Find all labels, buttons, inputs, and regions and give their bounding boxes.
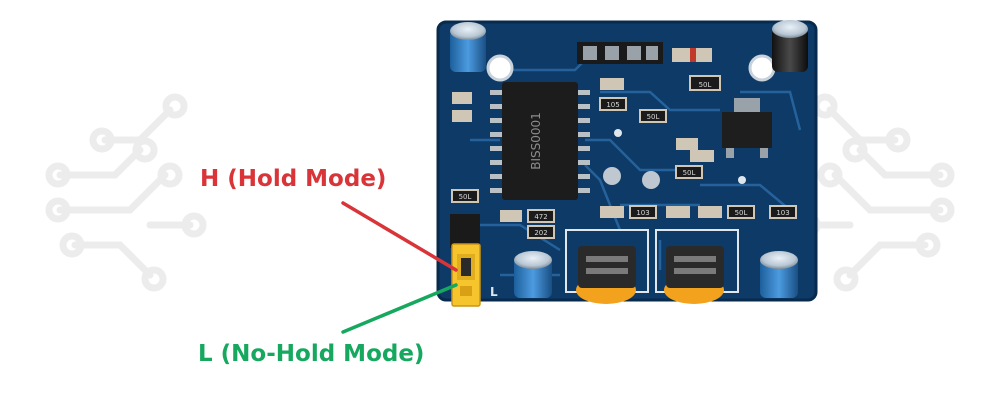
hold-mode-label: H (Hold Mode) — [200, 166, 387, 192]
smd-resistor: 50L — [689, 75, 721, 91]
smd-resistor: 50L — [675, 165, 703, 179]
ic-chip: BISS0001 — [490, 82, 590, 200]
no-hold-mode-pointer — [341, 283, 458, 334]
smd-resistor: 50L — [451, 189, 479, 203]
component-code: 50L — [735, 209, 748, 217]
background-circuit-left — [45, 93, 207, 292]
smd-resistor: 472 — [527, 209, 555, 223]
component-code: 472 — [534, 213, 547, 221]
component-code: 105 — [606, 101, 619, 109]
smd-components: 50L 105 50L 50L 472 202 — [451, 75, 797, 239]
capacitor-top-left — [450, 22, 486, 72]
mounting-holes — [486, 54, 776, 189]
component-code: 202 — [534, 229, 547, 237]
voltage-regulator — [722, 98, 772, 158]
capacitor-top-right — [772, 20, 808, 72]
smd-resistor: 105 — [599, 97, 627, 111]
smd-resistor: 103 — [629, 205, 657, 219]
component-code: 103 — [776, 209, 789, 217]
trimmer-pot-left — [565, 229, 649, 304]
no-hold-mode-label: L (No-Hold Mode) — [198, 341, 425, 367]
smd-resistor: 50L — [639, 109, 667, 123]
component-code: 50L — [459, 193, 472, 201]
component-code: 103 — [636, 209, 649, 217]
smd-resistor: 103 — [769, 205, 797, 219]
jumper: L — [450, 214, 498, 307]
smd-resistor: 202 — [527, 225, 555, 239]
component-code: 50L — [683, 169, 696, 177]
trimmer-pot-right — [655, 229, 739, 304]
background-circuit-right — [795, 93, 955, 292]
capacitor-bottom-right — [760, 251, 798, 298]
diode — [672, 48, 712, 62]
component-code: 50L — [699, 81, 712, 89]
chip-marking: BISS0001 — [529, 112, 543, 170]
jumper-letter: L — [490, 285, 498, 299]
smd-resistor: 50L — [727, 205, 755, 219]
hold-mode-pointer — [341, 201, 458, 272]
header-pins — [577, 42, 663, 64]
component-code: 50L — [647, 113, 660, 121]
capacitor-bottom-left — [514, 251, 552, 298]
